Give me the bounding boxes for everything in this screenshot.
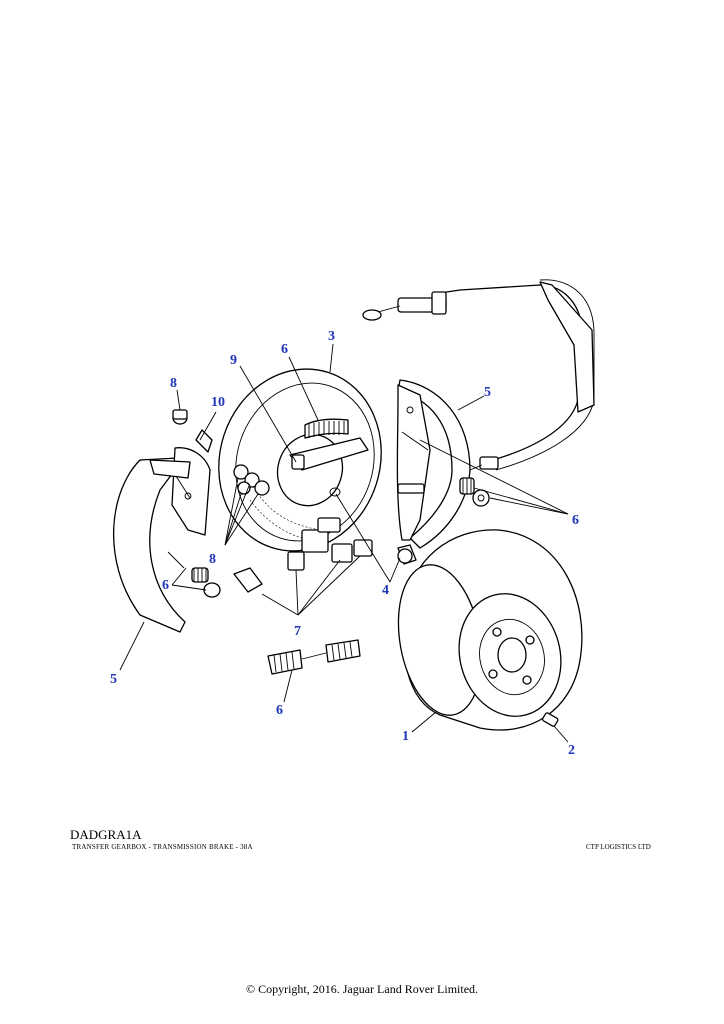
leader-lines <box>119 343 569 743</box>
left-small-parts <box>167 409 270 598</box>
hold-down-clips <box>287 517 373 571</box>
callout-4: 4 <box>382 583 389 598</box>
callouts: 1 2 3 4 5 5 6 6 6 6 7 8 8 9 10 <box>110 329 579 758</box>
callout-7: 7 <box>294 624 301 639</box>
callout-2: 2 <box>568 743 575 758</box>
lower-spring <box>267 639 361 675</box>
callout-10: 10 <box>211 395 225 410</box>
brake-shoe-left <box>113 447 211 633</box>
callout-6-left: 6 <box>162 578 169 593</box>
callout-6-lower: 6 <box>276 703 283 718</box>
callout-1: 1 <box>402 729 409 744</box>
callout-6-upper: 6 <box>281 342 288 357</box>
diagram-code: DADGRA1A <box>70 827 142 842</box>
right-small-parts <box>397 477 490 565</box>
callout-5-right: 5 <box>484 385 491 400</box>
callout-3: 3 <box>328 329 335 344</box>
copyright-notice: © Copyright, 2016. Jaguar Land Rover Lim… <box>245 982 479 996</box>
callout-9: 9 <box>230 353 237 368</box>
diagram-description: TRANSFER GEARBOX - TRANSMISSION BRAKE - … <box>72 843 253 851</box>
brake-shoe-right <box>396 379 471 549</box>
adjuster-lever <box>289 418 369 471</box>
brake-cable <box>362 279 595 471</box>
callout-5-left: 5 <box>110 672 117 687</box>
callout-8-top: 8 <box>170 376 177 391</box>
callout-8-mid: 8 <box>209 552 216 567</box>
callout-6-right: 6 <box>572 513 579 528</box>
brake-drum <box>397 529 583 731</box>
vendor-name: CTP LOGISTICS LTD <box>586 843 651 851</box>
